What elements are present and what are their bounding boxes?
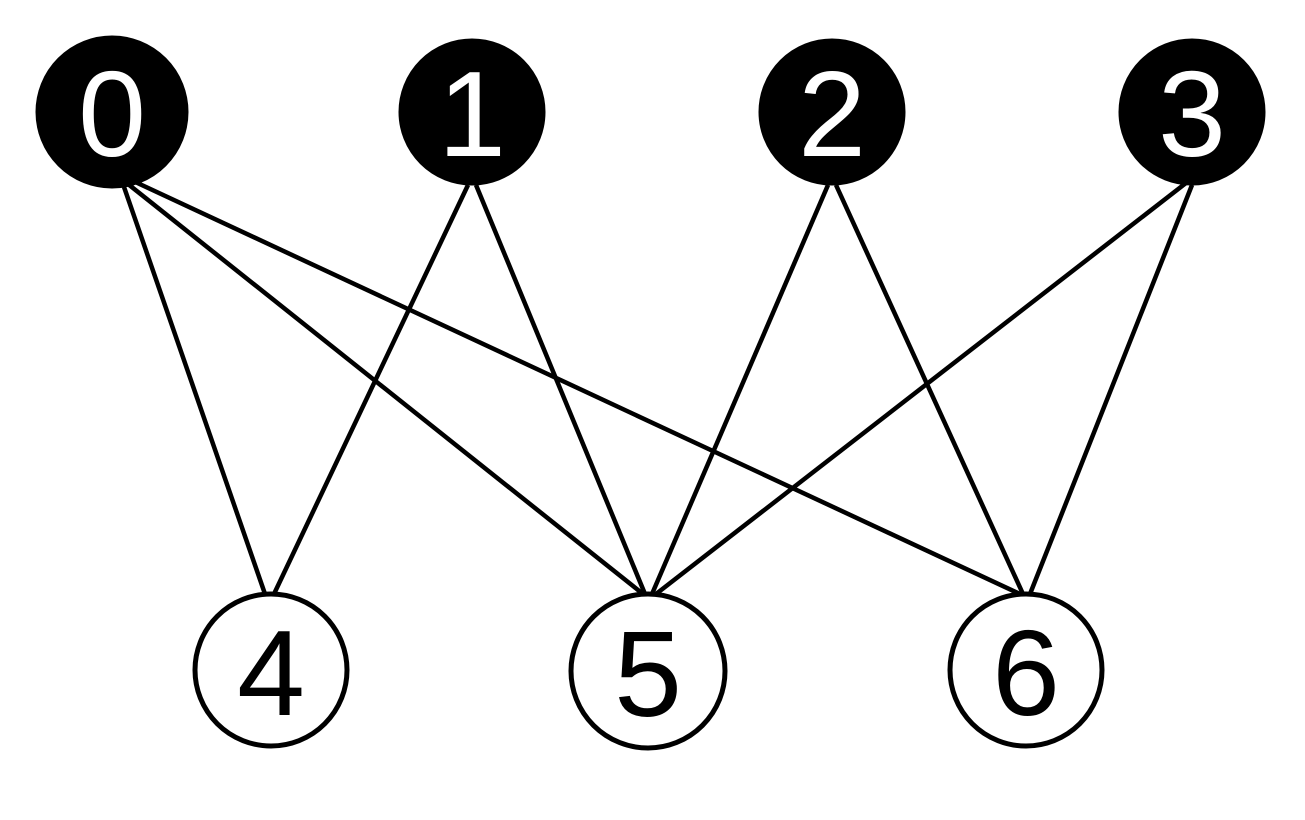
node-6[interactable]: 6 [947,591,1105,749]
node-5-circle[interactable] [568,591,728,751]
edge-1-4 [271,184,471,595]
edge-0-5 [126,182,645,596]
node-3[interactable]: 3 [1118,38,1266,186]
node-1-circle[interactable] [398,38,546,186]
node-3-label: 3 [1158,46,1226,182]
node-layer: 0 1 2 3 4 5 6 [35,35,1266,751]
node-6-label: 6 [992,605,1060,741]
node-0-label: 0 [78,46,146,182]
node-5[interactable]: 5 [568,591,728,751]
node-5-label: 5 [614,606,682,742]
node-4[interactable]: 4 [192,591,350,749]
node-2-label: 2 [798,46,866,182]
node-2-circle[interactable] [758,38,906,186]
node-4-circle[interactable] [192,591,350,749]
node-0[interactable]: 0 [35,35,189,189]
edge-layer [121,177,1195,597]
edge-0-6 [130,177,1021,597]
node-6-circle[interactable] [947,591,1105,749]
edge-0-4 [121,186,268,595]
node-4-label: 4 [237,605,305,741]
node-1-label: 1 [438,46,506,182]
node-3-circle[interactable] [1118,38,1266,186]
node-0-circle[interactable] [35,35,189,189]
edge-1-5 [473,184,648,595]
edge-3-6 [1027,184,1195,595]
edge-3-5 [654,181,1188,596]
edge-2-5 [649,184,831,595]
node-1[interactable]: 1 [398,38,546,186]
edge-2-6 [833,184,1026,595]
node-2[interactable]: 2 [758,38,906,186]
